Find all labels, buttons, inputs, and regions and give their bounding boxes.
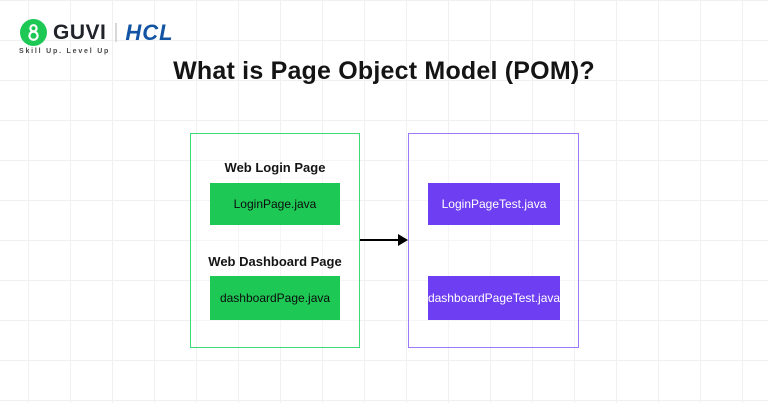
dashboard-page-node: dashboardPage.java: [210, 276, 340, 320]
guvi-logo-text: GUVI: [53, 20, 107, 44]
dashboard-page-test-node: dashboardPageTest.java: [428, 276, 560, 320]
guvi-logo-icon: [20, 19, 47, 46]
flow-arrow: [360, 232, 408, 248]
test-class-box: LoginPageTest.java dashboardPageTest.jav…: [408, 133, 579, 348]
arrow-line: [360, 239, 400, 241]
web-dashboard-page-label: Web Dashboard Page: [208, 254, 342, 269]
login-page-test-node: LoginPageTest.java: [428, 183, 560, 225]
logo-row: GUVI HCL: [20, 19, 174, 46]
web-login-page-label: Web Login Page: [224, 160, 326, 175]
page-object-box: Web Login Page LoginPage.java Web Dashbo…: [190, 133, 360, 348]
login-page-node: LoginPage.java: [210, 183, 340, 225]
hcl-logo-text: HCL: [125, 19, 174, 45]
page-title: What is Page Object Model (POM)?: [173, 57, 595, 85]
logo-separator: [115, 23, 118, 42]
guvi-tagline: Skill Up. Level Up: [19, 48, 111, 55]
arrow-head-icon: [398, 234, 408, 246]
